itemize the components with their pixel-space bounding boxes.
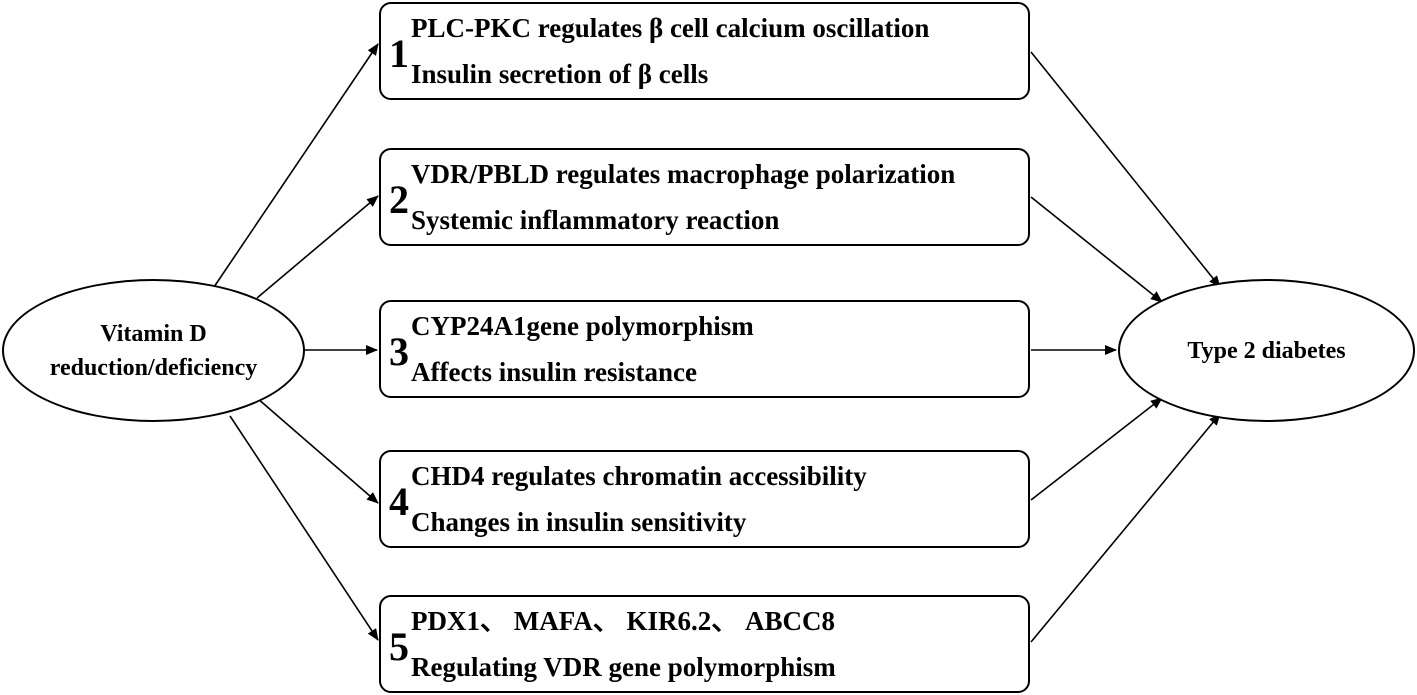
mechanism-effect: Affects insulin resistance xyxy=(411,357,697,387)
mechanism-effect: Insulin secretion of β cells xyxy=(411,59,709,89)
arrow-box-5-to-target xyxy=(1030,413,1221,643)
mechanism-number: 2 xyxy=(389,177,409,222)
mechanism-title: PDX1、 MAFA、 KIR6.2、 ABCC8 xyxy=(411,606,835,636)
arrow-box-4-to-target xyxy=(1030,397,1163,501)
mechanism-box-2: 2 VDR/PBLD regulates macrophage polariza… xyxy=(379,148,1030,246)
mechanism-title: PLC-PKC regulates β cell calcium oscilla… xyxy=(411,13,930,43)
mechanism-number: 4 xyxy=(389,479,409,524)
vitamin-d-label-line-2: reduction/deficiency xyxy=(49,354,258,381)
arrow-source-to-box-4 xyxy=(256,397,379,504)
mechanism-box-5: 5 PDX1、 MAFA、 KIR6.2、 ABCC8 Regulating V… xyxy=(379,595,1030,693)
mechanism-box-4: 4 CHD4 regulates chromatin accessibility… xyxy=(379,450,1030,548)
type-2-diabetes-node: Type 2 diabetes xyxy=(1118,279,1415,422)
mechanism-number: 3 xyxy=(389,329,409,374)
arrow-source-to-box-5 xyxy=(229,415,379,641)
mechanism-title: VDR/PBLD regulates macrophage polarizati… xyxy=(411,159,956,189)
vitamin-d-node: Vitamin D reduction/deficiency xyxy=(2,279,305,422)
mechanism-effect: Systemic inflammatory reaction xyxy=(411,205,780,235)
mechanism-box-3: 3 CYP24A1gene polymorphism Affects insul… xyxy=(379,300,1030,398)
mechanism-title: CYP24A1gene polymorphism xyxy=(411,311,754,341)
mechanism-number: 5 xyxy=(389,624,409,669)
mechanism-number: 1 xyxy=(389,31,409,76)
mechanism-box-1: 1 PLC-PKC regulates β cell calcium oscil… xyxy=(379,2,1030,100)
arrow-box-1-to-target xyxy=(1030,51,1221,288)
mechanism-title: CHD4 regulates chromatin accessibility xyxy=(411,461,867,491)
vitamin-d-label-line-1: Vitamin D xyxy=(100,320,207,347)
mechanism-effect: Regulating VDR gene polymorphism xyxy=(411,652,836,682)
arrow-source-to-box-2 xyxy=(256,195,379,299)
mechanism-effect: Changes in insulin sensitivity xyxy=(411,507,747,537)
arrow-box-2-to-target xyxy=(1030,196,1163,303)
arrow-source-to-box-1 xyxy=(213,43,379,288)
type-2-diabetes-label: Type 2 diabetes xyxy=(1187,337,1346,364)
